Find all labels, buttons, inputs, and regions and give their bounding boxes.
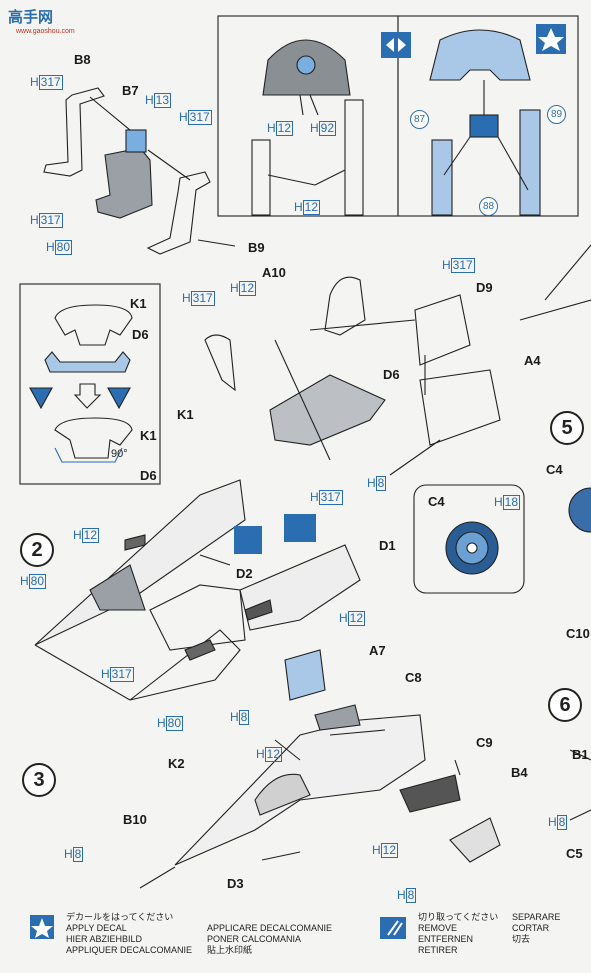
- part-label-c9: C9: [476, 735, 493, 750]
- legend-apply-en: APPLY DECAL: [66, 923, 127, 933]
- part-label-b10: B10: [123, 812, 147, 827]
- part-label-b9: B9: [248, 240, 265, 255]
- wheel-c4-partial: [568, 487, 591, 533]
- legend-remove-fr: RETIRER: [418, 945, 458, 955]
- part-label-k1: K1: [177, 407, 194, 422]
- part-label-d2: D2: [236, 566, 253, 581]
- legend-remove-de: ENTFERNEN: [418, 934, 474, 944]
- part-label-c10: C10: [566, 626, 590, 641]
- legend-apply-zh: 貼上水印紙: [207, 945, 253, 955]
- fuselage-d2: [34, 479, 246, 646]
- inset-label-k1-top: K1: [130, 296, 147, 311]
- legend-remove-en: REMOVE: [418, 923, 458, 933]
- part-label-c5: C5: [566, 846, 583, 861]
- decal-number-88: 88: [479, 197, 498, 216]
- part-label-d3: D3: [227, 876, 244, 891]
- part-label-b8: B8: [74, 52, 91, 67]
- inset-label-d6-bottom: D6: [140, 468, 157, 483]
- legend-remove-it: SEPARARE: [512, 912, 561, 922]
- legend-remove-zh: 切去: [512, 934, 531, 944]
- part-label-c4-inset: C4: [428, 494, 445, 509]
- inset-label-d6: D6: [132, 327, 149, 342]
- decal-number-87: 87: [410, 110, 429, 129]
- legend-remove-es: CORTAR: [512, 923, 550, 933]
- legend-apply-it: APPLICARE DECALCOMANIE: [207, 923, 333, 933]
- decal-number-89: 89: [547, 105, 566, 124]
- step-number-6: 6: [548, 688, 582, 722]
- part-label-c8: C8: [405, 670, 422, 685]
- step-number-3: 3: [22, 763, 56, 797]
- part-label-b7: B7: [122, 83, 139, 98]
- step-number-5: 5: [550, 411, 584, 445]
- inset-label-k1-bottom: K1: [140, 428, 157, 443]
- step-number-2: 2: [20, 533, 54, 567]
- part-label-a4: A4: [524, 353, 541, 368]
- part-label-d1: D1: [379, 538, 396, 553]
- legend-remove-jp: 切り取ってください: [418, 912, 499, 922]
- legend-apply-de: HIER ABZIEHBILD: [66, 934, 143, 944]
- legend-apply-jp: デカールをはってください: [66, 912, 174, 922]
- seat-bracket-b8: [43, 87, 105, 177]
- part-label-b4: B4: [511, 765, 528, 780]
- part-label-b1: B1: [572, 747, 589, 762]
- seat-part-b7-head: [125, 129, 147, 153]
- part-label-a7: A7: [369, 643, 386, 658]
- seat-rail-b9: [146, 171, 211, 255]
- legend-apply-es: PONER CALCOMANIA: [207, 934, 302, 944]
- part-label-k2: K2: [168, 756, 185, 771]
- watermark-logo: 高手网: [8, 9, 54, 26]
- angle-label: 90°: [111, 448, 128, 460]
- watermark-url: www.gaoshou.com: [16, 28, 75, 35]
- part-label-d9: D9: [476, 280, 493, 295]
- part-label-c4: C4: [546, 462, 563, 477]
- part-label-d6: D6: [383, 367, 400, 382]
- seat-b7: [95, 147, 153, 219]
- legend-apply-fr: APPLIQUER DECALCOMANIE: [66, 945, 193, 955]
- part-label-a10: A10: [262, 265, 286, 280]
